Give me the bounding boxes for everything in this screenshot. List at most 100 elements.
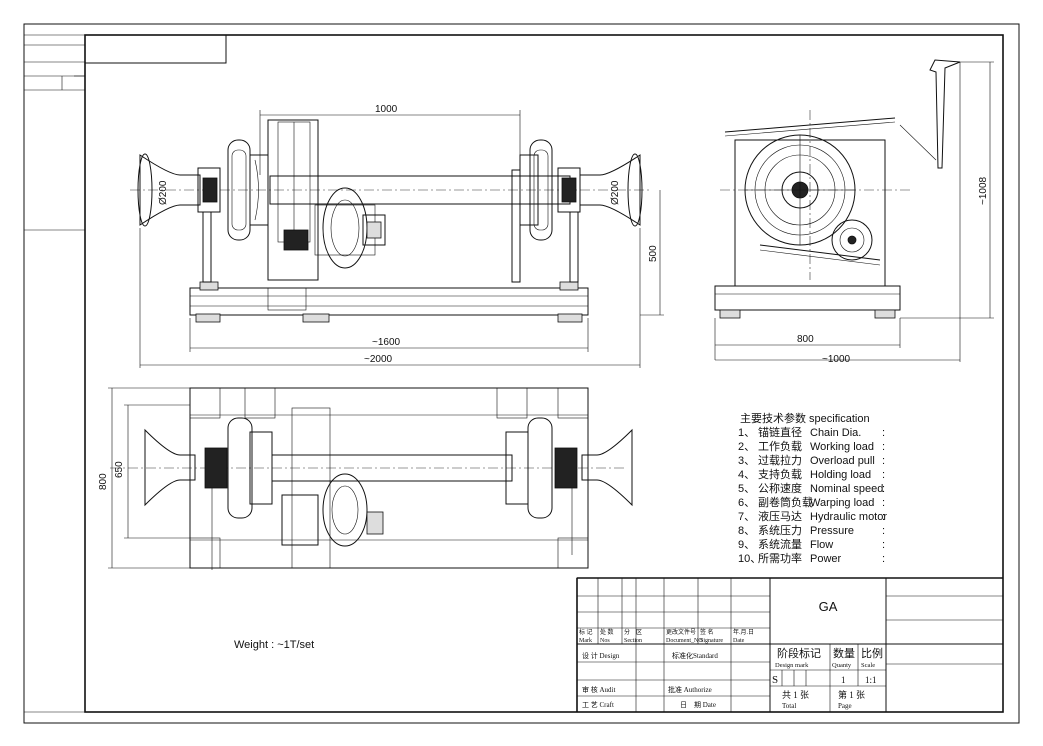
spec-item-number: 10、	[738, 553, 761, 565]
spec-item-en: Chain Dia.	[810, 427, 861, 439]
tb-audit: 审 核 Audit	[582, 685, 615, 694]
tb-header-nos-en: Nos	[600, 638, 610, 644]
spec-item-cn: 锚链直径	[758, 425, 802, 439]
title-block	[576, 577, 1004, 713]
spec-item-en: Pressure	[810, 525, 854, 537]
dim-side-height: ~1008	[978, 176, 989, 205]
tb-scale-cn: 比例	[861, 646, 883, 660]
spec-item-number: 8、	[738, 525, 755, 537]
spec-item-number: 3、	[738, 455, 755, 467]
specification-list: 主要技术参数 specification 1、锚链直径 Chain Dia.: 2、…	[738, 411, 887, 565]
tb-quantity-value: 1	[841, 675, 846, 685]
spec-item-separator: :	[882, 455, 885, 467]
spec-item-separator: :	[882, 441, 885, 453]
tb-craft: 工 艺 Craft	[582, 701, 614, 709]
spec-item-number: 1、	[738, 427, 755, 439]
spec-item-separator: :	[882, 497, 885, 509]
spec-item-cn: 系统压力	[758, 524, 802, 537]
tb-page-en: Page	[838, 702, 852, 710]
spec-item-en: Warping load	[810, 497, 874, 509]
spec-item-en: Nominal speed	[810, 483, 883, 495]
dim-front-overall: ~2000	[364, 354, 393, 365]
spec-item-separator: :	[882, 427, 885, 439]
tb-header-mark-en: Mark	[579, 638, 592, 644]
tb-page-cn: 第 1 张	[838, 689, 865, 700]
spec-item-cn: 所需功率	[758, 551, 802, 565]
plan-left-warping-head	[144, 428, 196, 507]
tb-design: 设 计 Design	[582, 651, 620, 660]
tb-standard: 标准化Standard	[672, 651, 718, 660]
spec-item-en: Working load	[810, 441, 874, 453]
spec-item-number: 4、	[738, 469, 755, 481]
tb-scale-value: 1:1	[865, 675, 877, 685]
tb-header-nos-cn: 处 数	[600, 628, 614, 636]
tb-header-date-cn: 年.月.日	[733, 628, 754, 636]
spec-item-number: 2、	[738, 441, 755, 453]
dim-drum-left: Ø200	[158, 180, 169, 205]
tb-header-mark-cn: 标 记	[579, 628, 593, 636]
spec-item-separator: :	[882, 539, 885, 551]
brake-housing	[267, 119, 319, 281]
plan-right-warping-head	[581, 428, 633, 507]
spec-item-separator: :	[882, 511, 885, 523]
spec-item-en: Hydraulic motor	[810, 511, 887, 523]
weight-label: Weight : ~1T/set	[234, 639, 314, 651]
left-warping-head	[139, 154, 201, 226]
dim-side-overall: ~1000	[822, 354, 851, 365]
tb-date: 日 期 Date	[680, 701, 716, 709]
dim-drum-right: Ø200	[610, 180, 621, 205]
title-block-page-count: 共 1 张 Total 第 1 张 Page	[782, 689, 865, 710]
tb-header-document_no-en: Document_NO	[666, 638, 703, 644]
dim-plan-outer: 800	[98, 473, 109, 490]
top-left-title-box	[84, 34, 227, 64]
spec-item-en: Holding load	[810, 469, 871, 481]
spec-item-separator: :	[882, 483, 885, 495]
spec-item-separator: :	[882, 469, 885, 481]
side-housing	[734, 139, 886, 287]
plan-view	[108, 387, 633, 570]
tb-quantity-cn: 数量	[833, 647, 855, 660]
right-warping-head	[579, 154, 641, 226]
tb-quantity-en: Quanty	[832, 662, 852, 669]
plan-hydraulic-motor	[322, 473, 368, 547]
left-margin-strip	[24, 34, 85, 713]
spec-item-cn: 系统流量	[758, 537, 802, 551]
right-chain-wheel	[529, 139, 553, 241]
side-view	[714, 59, 994, 362]
tb-authorize: 批准 Authorize	[668, 685, 712, 694]
spec-item-separator: :	[882, 553, 885, 565]
side-base-frame	[714, 285, 901, 311]
plan-main-shaft	[271, 454, 513, 482]
dim-front-height: 500	[648, 245, 659, 262]
tb-header-section-cn: 分 区	[624, 628, 642, 636]
front-view	[130, 110, 664, 368]
tb-design-mark-en: Design mark	[775, 662, 809, 669]
dim-front-base: ~1600	[372, 337, 401, 348]
spec-item-cn: 支持负载	[758, 467, 802, 481]
dim-side-base: 800	[797, 334, 814, 345]
tb-header-signature-en: Signature	[700, 638, 723, 644]
spec-item-en: Power	[810, 553, 842, 565]
inner-border	[84, 34, 1004, 713]
spec-item-en: Flow	[810, 539, 833, 551]
spec-item-en: Overload pull	[810, 455, 875, 467]
spec-item-number: 6、	[738, 497, 755, 509]
spec-item-cn: 液压马达	[758, 509, 802, 523]
tb-total-cn: 共 1 张	[782, 690, 809, 700]
tb-total-en: Total	[782, 702, 796, 710]
spec-item-separator: :	[882, 525, 885, 537]
drawing-title: GA	[819, 599, 838, 614]
spec-item-number: 5、	[738, 483, 755, 495]
tb-header-document_no-cn: 更改文件号	[666, 628, 696, 636]
outer-border	[23, 23, 1020, 724]
tb-header-signature-cn: 签 名	[700, 628, 714, 636]
spec-item-cn: 过载拉力	[758, 453, 802, 467]
spec-item-number: 9、	[738, 539, 755, 551]
side-lever	[929, 59, 961, 169]
spec-item-cn: 公称速度	[758, 481, 802, 495]
spec-header: 主要技术参数 specification	[740, 411, 870, 425]
front-base-frame	[189, 287, 589, 316]
